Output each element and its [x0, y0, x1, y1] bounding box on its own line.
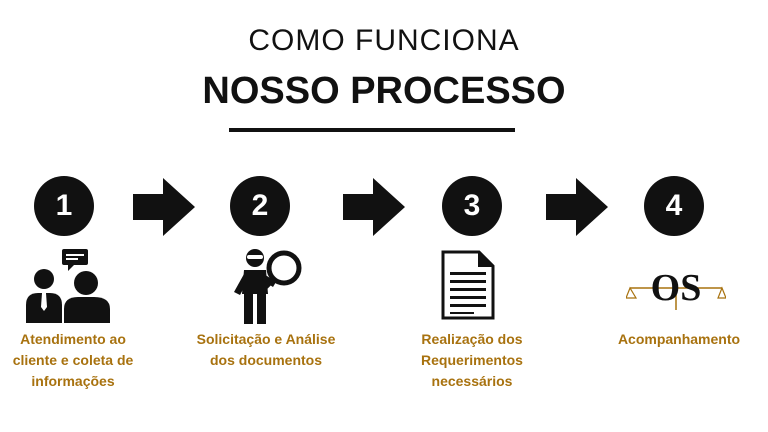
step-2-number: 2	[230, 176, 290, 236]
document-icon	[441, 250, 495, 320]
step-1-label: Atendimento ao cliente e coleta de infor…	[12, 331, 134, 389]
section-subtitle: COMO FUNCIONA	[248, 24, 520, 57]
step-2-label: Solicitação e Análise dos documentos	[196, 331, 336, 368]
arrow-right-icon	[343, 178, 405, 236]
step-3-number: 3	[442, 176, 502, 236]
arrow-right-icon	[546, 178, 608, 236]
step-1-number: 1	[34, 176, 94, 236]
title-divider	[229, 128, 515, 132]
meeting-icon	[26, 249, 110, 323]
step-4-label: Acompanhamento	[617, 331, 741, 347]
step-3-label: Realização dos Requerimentos necessários	[421, 331, 523, 389]
arrow-right-icon	[133, 178, 195, 236]
logo-scales-icon: OS	[626, 267, 726, 310]
step-4-number: 4	[644, 176, 704, 236]
magnifier-person-icon	[234, 249, 302, 324]
section-title: NOSSO PROCESSO	[202, 70, 566, 112]
logo-text: OS	[651, 267, 702, 309]
